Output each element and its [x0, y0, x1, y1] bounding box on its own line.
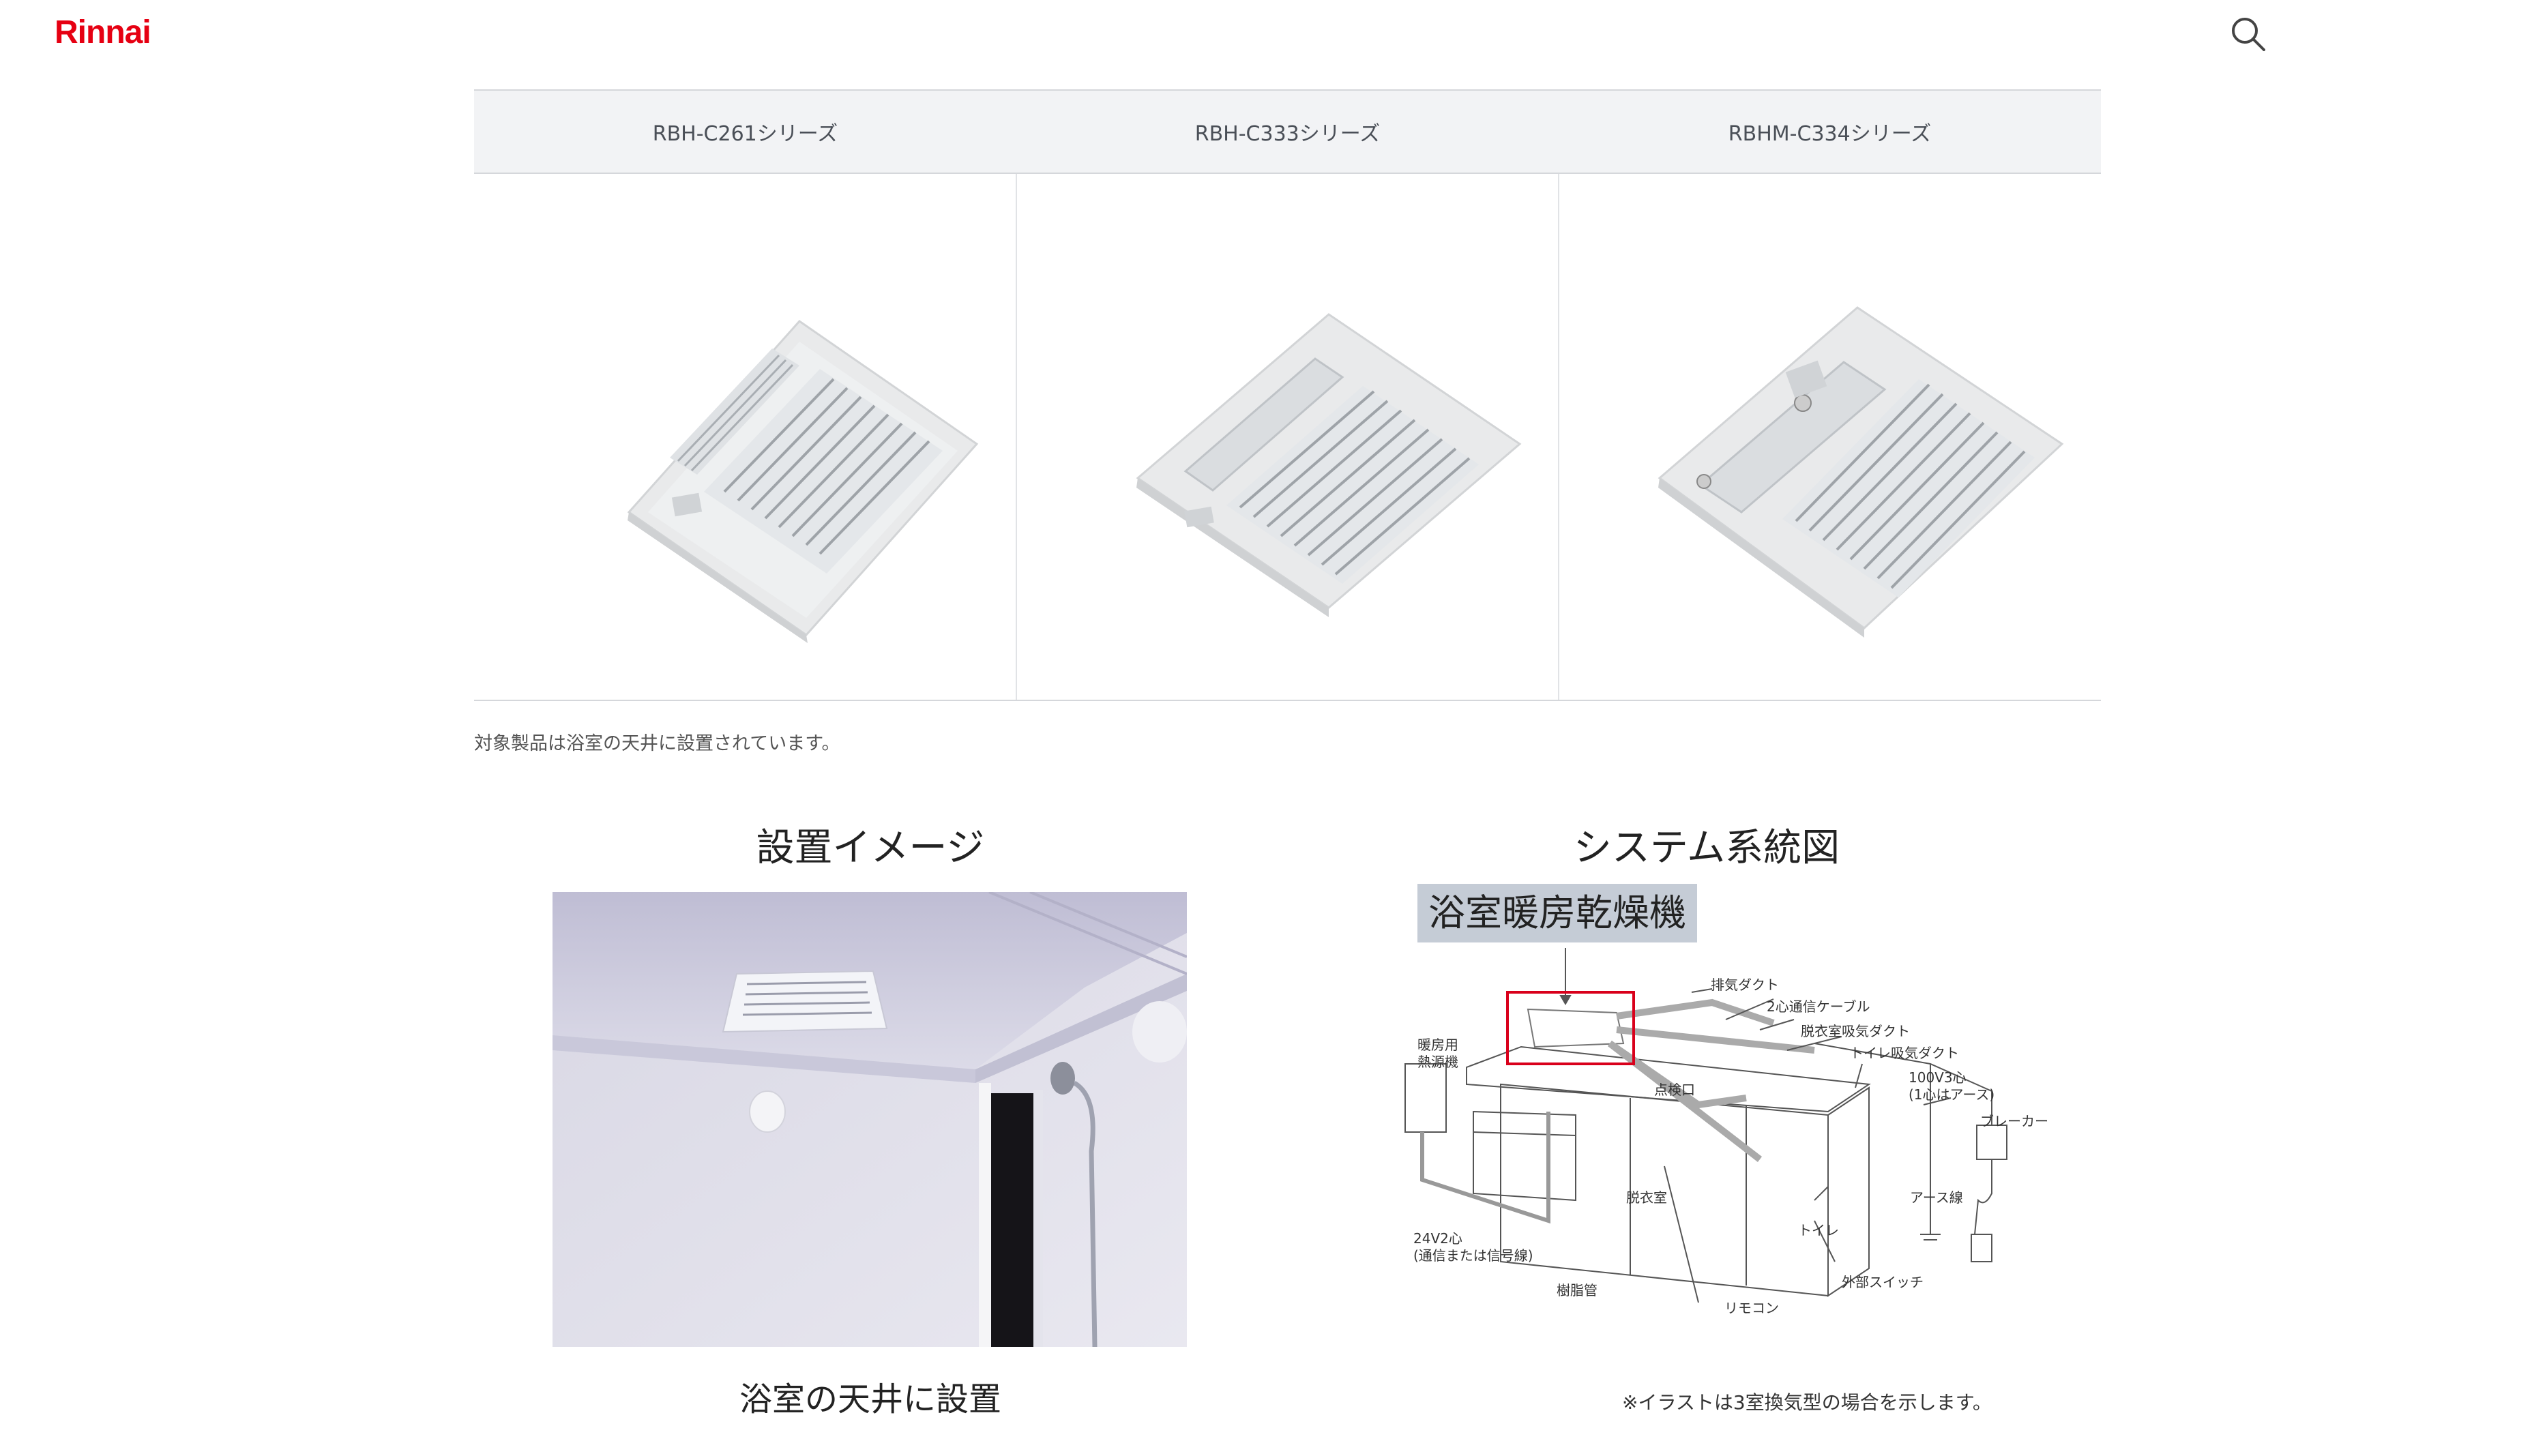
- label-heat-source-line1: 暖房用: [1417, 1037, 1458, 1053]
- series-tabs: RBH-C261シリーズ RBH-C333シリーズ RBHM-C334シリーズ: [474, 91, 2101, 174]
- system-diagram: [1392, 880, 2033, 1330]
- install-caption: 浴室の天井に設置: [739, 1380, 1001, 1418]
- tab-rbh-c261[interactable]: RBH-C261シリーズ: [652, 122, 838, 146]
- bathroom-heater-label: 浴室暖房乾燥機: [1417, 884, 1697, 942]
- label-wire-line2: (通信または信号線): [1413, 1247, 1533, 1264]
- label-remote: リモコン: [1724, 1300, 1779, 1316]
- label-power-line2: (1心はアース): [1909, 1086, 1995, 1103]
- label-power: 100V3心 (1心はアース): [1909, 1069, 1994, 1103]
- label-power-line1: 100V3心: [1909, 1069, 1967, 1086]
- product-image-rbh-c333[interactable]: [1015, 174, 1559, 700]
- installation-note: 対象製品は浴室の天井に設置されています。: [474, 733, 840, 754]
- search-icon[interactable]: [2226, 12, 2270, 56]
- install-image-title: 設置イメージ: [756, 826, 985, 870]
- label-toilet: トイレ: [1798, 1222, 1839, 1238]
- label-toilet-duct: トイレ吸気ダクト: [1850, 1045, 1959, 1061]
- label-inspection: 点検口: [1654, 1082, 1695, 1098]
- product-image-rbhm-c334[interactable]: [1558, 174, 2101, 700]
- label-wire: 24V2心 (通信または信号線): [1413, 1230, 1533, 1264]
- label-ext-switch: 外部スイッチ: [1842, 1274, 1924, 1290]
- bathroom-photo: [553, 892, 1187, 1347]
- label-cable: 2心通信ケーブル: [1767, 998, 1870, 1015]
- tab-rbh-c333[interactable]: RBH-C333シリーズ: [1194, 122, 1381, 146]
- product-image-rbh-c261[interactable]: [474, 174, 1016, 700]
- product-comparison: RBH-C261シリーズ RBH-C333シリーズ RBHM-C334シリーズ: [474, 89, 2101, 701]
- rinnai-logo[interactable]: Rinnai: [55, 14, 151, 50]
- label-pipe: 樹脂管: [1557, 1282, 1598, 1298]
- diagram-note: ※イラストは3室換気型の場合を示します。: [1622, 1391, 1992, 1414]
- label-ground: アース線: [1910, 1189, 1963, 1206]
- label-dressing-duct: 脱衣室吸気ダクト: [1801, 1023, 1910, 1039]
- label-heat-source-line2: 熱源機: [1417, 1054, 1458, 1070]
- system-diagram-title: システム系統図: [1573, 826, 1840, 870]
- tab-rbhm-c334[interactable]: RBHM-C334シリーズ: [1728, 122, 1932, 146]
- label-dressing-room: 脱衣室: [1626, 1189, 1667, 1206]
- label-wire-line1: 24V2心: [1413, 1230, 1462, 1247]
- label-breaker: ブレーカー: [1980, 1113, 2048, 1129]
- label-exhaust-duct: 排気ダクト: [1711, 977, 1779, 993]
- label-heat-source: 暖房用 熱源機: [1417, 1037, 1458, 1071]
